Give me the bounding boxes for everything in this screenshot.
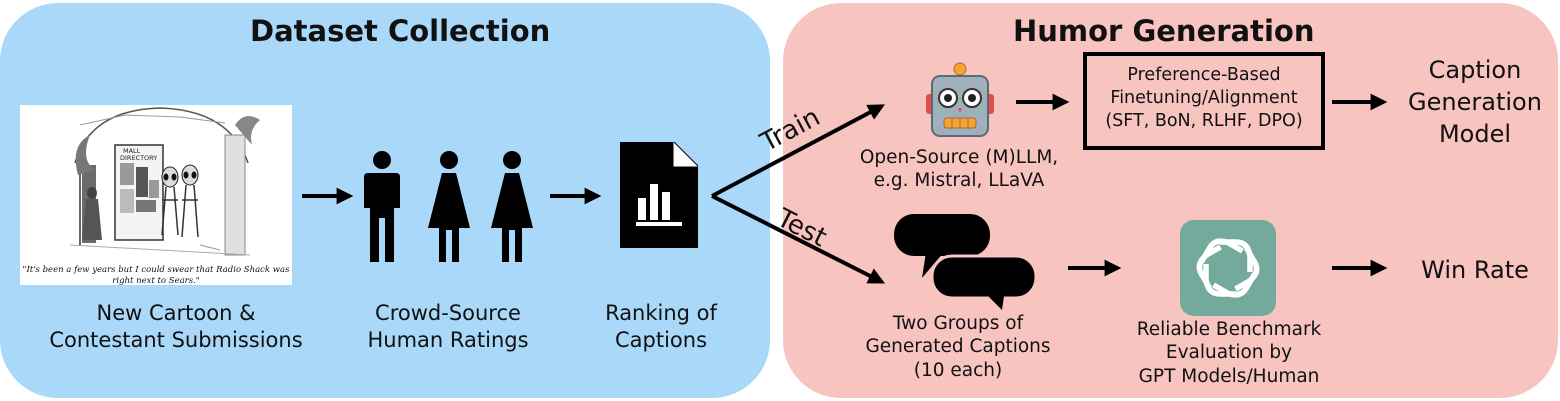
groups-line3: (10 each) bbox=[913, 359, 1003, 381]
dataset-collection-title: Dataset Collection bbox=[250, 14, 551, 48]
model-line2: Generation bbox=[1408, 88, 1542, 117]
win-rate-label: Win Rate bbox=[1421, 256, 1529, 284]
cartoon-caption: "It's been a few years but I could swear… bbox=[22, 265, 290, 286]
humor-generation-panel bbox=[783, 3, 1558, 398]
robot-icon bbox=[926, 62, 994, 137]
person-icon bbox=[364, 151, 400, 262]
benchmark-label: Reliable Benchmark Evaluation by GPT Mod… bbox=[1120, 318, 1338, 388]
cartoon-label-line2: Contestant Submissions bbox=[49, 327, 303, 352]
generated-captions-label: Two Groups of Generated Captions (10 eac… bbox=[858, 312, 1058, 382]
crowd-label-line1: Crowd-Source bbox=[375, 301, 521, 325]
cartoon-image: MALL DIRECTORY bbox=[20, 105, 292, 285]
mall-sign-line1: MALL bbox=[123, 147, 141, 155]
cartoon-submissions-label: New Cartoon & Contestant Submissions bbox=[28, 300, 324, 353]
speech-bubbles-icon bbox=[894, 214, 1038, 310]
llm-label-line2: e.g. Mistral, LLaVA bbox=[873, 170, 1045, 192]
groups-line1: Two Groups of bbox=[892, 313, 1024, 334]
cartoon-drawing: MALL DIRECTORY bbox=[69, 107, 260, 256]
llm-label-line1: Open-Source (M)LLM, bbox=[859, 147, 1059, 168]
person-icon bbox=[491, 151, 533, 262]
benchmark-line1: Reliable Benchmark bbox=[1136, 319, 1322, 340]
finetuning-box bbox=[1083, 52, 1325, 150]
openai-logo-icon bbox=[1180, 220, 1276, 316]
finetune-line2: Finetuning/Alignment bbox=[1110, 87, 1298, 108]
model-line1: Caption bbox=[1428, 56, 1522, 84]
caption-generation-model-label: Caption Generation Model bbox=[1405, 54, 1545, 150]
model-line3: Model bbox=[1438, 120, 1512, 149]
ranking-label-line1: Ranking of bbox=[605, 301, 717, 325]
arrow-train bbox=[711, 104, 885, 198]
document-chart-icon bbox=[620, 141, 699, 248]
person-icon bbox=[428, 151, 470, 262]
ranking-captions-label: Ranking of Captions bbox=[596, 300, 726, 353]
benchmark-line2: Evaluation by bbox=[1165, 342, 1293, 364]
mall-sign-line2: DIRECTORY bbox=[120, 154, 157, 162]
finetuning-label: Preference-Based Finetuning/Alignment (S… bbox=[1083, 64, 1325, 132]
cartoon-label-line1: New Cartoon & bbox=[96, 301, 256, 325]
crowd-ratings-label: Crowd-Source Human Ratings bbox=[358, 300, 538, 353]
crowd-people-icons bbox=[364, 151, 533, 262]
crowd-label-line2: Human Ratings bbox=[367, 327, 529, 352]
arrow-test bbox=[711, 194, 885, 284]
finetune-line1: Preference-Based bbox=[1127, 65, 1281, 85]
finetune-line3: (SFT, BoN, RLHF, DPO) bbox=[1105, 110, 1303, 131]
humor-generation-title: Humor Generation bbox=[1013, 14, 1315, 48]
llm-label: Open-Source (M)LLM, e.g. Mistral, LLaVA bbox=[850, 146, 1068, 193]
benchmark-line3: GPT Models/Human bbox=[1138, 365, 1320, 387]
ranking-label-line2: Captions bbox=[614, 327, 708, 352]
groups-line2: Generated Captions bbox=[865, 336, 1051, 358]
